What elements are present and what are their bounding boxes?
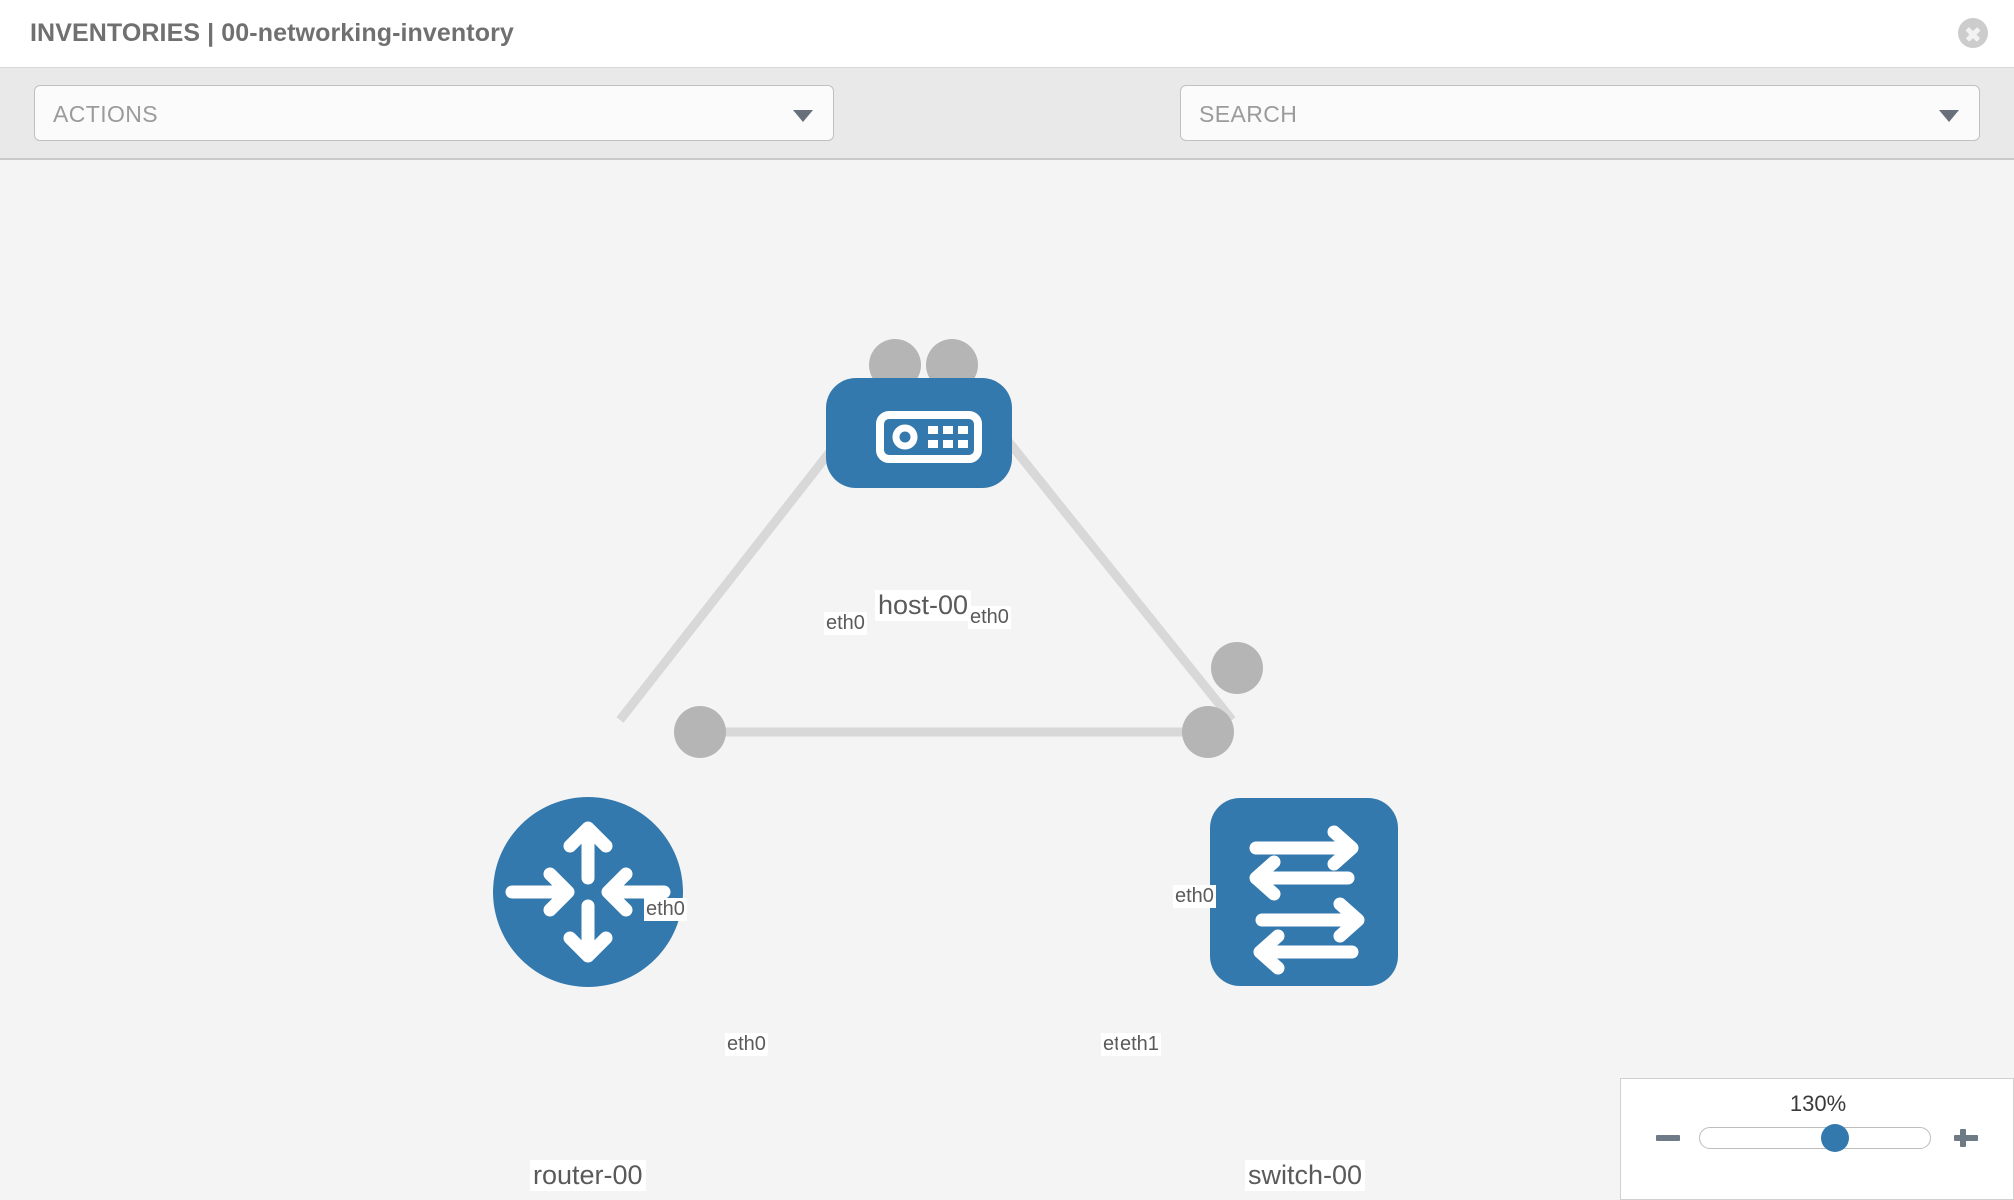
node-host-00 (826, 378, 1012, 488)
node-label-switch-00: switch-00 (1245, 1160, 1366, 1192)
page-header: INVENTORIES | 00-networking-inventory (0, 0, 2014, 68)
port-router-east (674, 706, 726, 758)
port-switch-north (1211, 642, 1263, 694)
iface-label-switch-eth0-uplink: eth0 (1173, 885, 1216, 908)
toolbar: ACTIONS SEARC (0, 68, 2014, 199)
minus-icon[interactable] (1653, 1123, 1683, 1153)
topology-svg (493, 339, 1398, 987)
chevron-down-icon (793, 110, 813, 122)
chevron-down-icon (1939, 110, 1959, 122)
iface-label-router-eth0-uplink: eth0 (644, 898, 687, 921)
node-label-router-00: router-00 (530, 1160, 646, 1192)
iface-label-host-eth0-left: eth0 (824, 612, 867, 635)
iface-label-switch-eth1-lan: eth1 (1118, 1033, 1161, 1056)
close-icon[interactable] (1958, 18, 1988, 48)
node-router-00 (493, 797, 683, 987)
port-switch-west (1182, 706, 1234, 758)
actions-dropdown-label: ACTIONS (53, 101, 159, 127)
iface-label-router-eth0-lan: eth0 (725, 1033, 768, 1056)
node-label-host-00: host-00 (875, 590, 972, 622)
iface-label-host-eth0-right: eth0 (968, 606, 1011, 629)
topology-canvas[interactable]: host-00 router-00 switch-00 eth0 eth0 et… (0, 160, 2014, 1200)
page-title: INVENTORIES | 00-networking-inventory (30, 19, 514, 47)
zoom-level-value: 130% (1789, 1091, 1847, 1116)
plus-icon[interactable] (1951, 1123, 1981, 1153)
node-switch-00 (1210, 798, 1398, 986)
search-placeholder: SEARCH (1199, 101, 1298, 127)
actions-dropdown[interactable]: ACTIONS (34, 85, 834, 141)
zoom-control-panel: 130% (1620, 1078, 2014, 1200)
zoom-slider-track[interactable] (1699, 1127, 1931, 1149)
search-input[interactable]: SEARCH (1180, 85, 1980, 141)
zoom-slider-thumb[interactable] (1821, 1124, 1850, 1152)
